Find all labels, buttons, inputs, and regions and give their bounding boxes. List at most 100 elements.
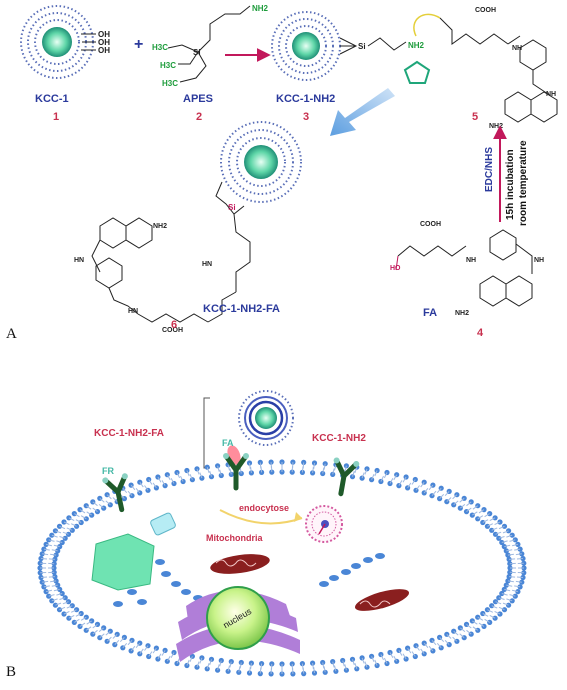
phospholipid-head [165, 472, 170, 477]
label-fr: FR [102, 466, 114, 476]
vesicle-bead [161, 571, 171, 577]
phospholipid-head [502, 607, 507, 612]
endosome [306, 506, 342, 542]
conjugate-bracket [204, 398, 210, 468]
phospholipid-head [489, 528, 494, 533]
phospholipid-head [205, 666, 210, 671]
endoplasmic-reticulum [92, 534, 154, 590]
np3-si: Si [358, 42, 366, 51]
fa-cooh: COOH [420, 221, 441, 228]
apes-h3c-1: H3C [152, 43, 168, 52]
compound-4-name: FA [423, 307, 437, 319]
vesicle-bead [375, 553, 385, 559]
phospholipid-head [364, 665, 369, 670]
big-blue-arrow [330, 88, 395, 136]
endocytosis-arrow-head [294, 512, 302, 522]
mitochondria-1 [209, 551, 271, 577]
phospholipid-head [354, 666, 359, 671]
phospholipid-head [485, 524, 490, 529]
phospholipid-head [496, 536, 501, 541]
phospholipid-head [146, 654, 151, 659]
kcc1-nh2-nanoparticle [272, 12, 406, 80]
np6-hn-3: HN [128, 308, 138, 315]
mitochondria-2 [353, 585, 411, 616]
compound6-fa-chain [92, 218, 208, 322]
apes-nh2: NH2 [252, 4, 269, 13]
apes-si: Si [193, 48, 201, 57]
phospholipid-tail [509, 577, 515, 578]
kcc1-nanoparticle: OH OH OH [21, 6, 110, 78]
phospholipid-head [74, 524, 79, 529]
compound-4-number: 4 [477, 327, 483, 339]
phospholipid-tail [261, 466, 262, 472]
phospholipid-head [49, 598, 54, 603]
apes-h3c-3: H3C [162, 79, 178, 88]
compound-6-number: 6 [171, 319, 177, 331]
phospholipid-head [66, 532, 71, 537]
label-kcc1-nh2-fa: KCC-1-NH2-FA [94, 428, 164, 439]
panel-b-label: B [6, 664, 16, 681]
phospholipid-head [510, 598, 515, 603]
phospholipid-tail [49, 577, 55, 578]
phospholipid-tail [41, 577, 47, 578]
vesicle-bead [363, 557, 373, 563]
np6-hn-2: HN [74, 257, 84, 264]
compound-3-name: KCC-1-NH2 [276, 93, 335, 105]
np5-nh2: NH [546, 91, 556, 98]
fa-ho: HO [390, 265, 401, 272]
phospholipid-head [493, 532, 498, 537]
np5-cooh: COOH [475, 7, 496, 14]
apes-h3c-2: H3C [160, 61, 176, 70]
apes-structure [168, 6, 250, 82]
fa-nh2: NH2 [455, 310, 469, 317]
condition-temperature: room temperature [518, 140, 529, 226]
vesicle-bead [351, 563, 361, 569]
vesicle-bead [171, 581, 181, 587]
phospholipid-head [475, 516, 480, 521]
phospholipid-head [493, 616, 498, 621]
vesicle-bead [127, 589, 137, 595]
condition-time: 15h incubation [505, 149, 516, 220]
folic-acid-structure [396, 230, 532, 306]
phospholipid-tail [509, 559, 515, 560]
vesicle-bead [137, 599, 147, 605]
oh-group-3: OH [98, 46, 110, 55]
phospholipid-head [70, 528, 75, 533]
phospholipid-tail [41, 559, 47, 560]
label-endocytose: endocytose [239, 503, 289, 513]
phospholipid-tail [49, 559, 55, 560]
compound-1-number: 1 [53, 111, 59, 123]
compound-2-name: APES [183, 93, 213, 105]
phospholipid-tail [302, 664, 303, 670]
phospholipid-head [194, 665, 199, 670]
vesicle-bead [319, 581, 329, 587]
phospholipid-head [165, 659, 170, 664]
phospholipid-tail [261, 664, 262, 670]
vesicle-bead [341, 569, 351, 575]
phospholipid-tail [302, 466, 303, 472]
np6-nh2: NH2 [153, 223, 167, 230]
phospholipid-head [57, 607, 62, 612]
compound-6-name: KCC-1-NH2-FA [203, 303, 280, 315]
panel-a-label: A [6, 326, 17, 343]
phospholipid-head [53, 603, 58, 608]
condition-reagent: EDC/NHS [484, 147, 495, 192]
phospholipid-tail [517, 577, 523, 578]
vesicle-tube [150, 512, 177, 536]
np3-nh2: NH2 [408, 41, 425, 50]
plus-sign: + [134, 36, 143, 53]
vesicle-bead [181, 589, 191, 595]
compound-2-number: 2 [196, 111, 202, 123]
kcc1-nh2-fa-nanoparticle [208, 122, 301, 322]
phospholipid-tail [517, 559, 523, 560]
phospholipid-head [84, 516, 89, 521]
fa-nh-2: NH [534, 257, 544, 264]
np5-nh: NH [512, 45, 522, 52]
vesicle-bead [113, 601, 123, 607]
nhs-ester-fragment [405, 14, 557, 122]
compound-5-number: 5 [472, 111, 478, 123]
phospholipid-head [66, 616, 71, 621]
phospholipid-head [506, 603, 511, 608]
label-fa: FA [222, 438, 234, 448]
